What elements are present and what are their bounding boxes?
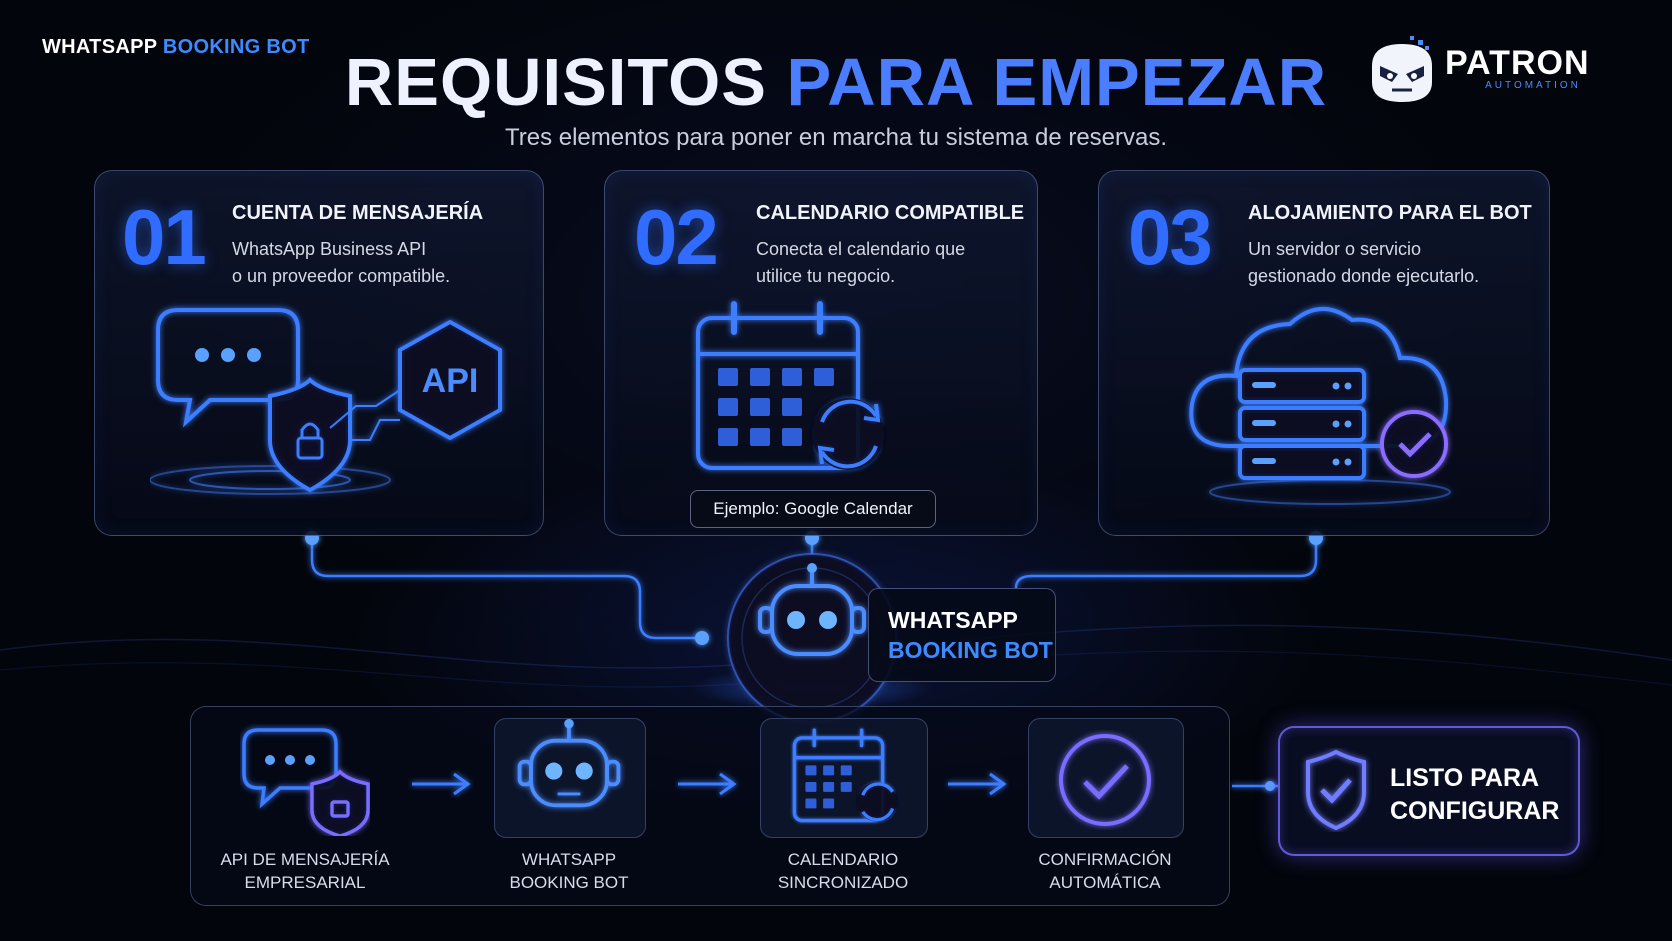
- check-circle-icon: [1059, 734, 1151, 826]
- calendar-sync-icon: [696, 301, 884, 470]
- robot-icon: [758, 563, 866, 656]
- arrow-right-icon: [948, 772, 1007, 796]
- card-title: CUENTA DE MENSAJERÍA: [232, 202, 484, 224]
- page-title: REQUISITOS PARA EMPEZAR: [344, 45, 1328, 120]
- cloud-server-icon: [1189, 306, 1451, 505]
- node-dot: [1265, 781, 1275, 791]
- logo-name: PATRON: [1445, 44, 1590, 82]
- center-bot-line1: WHATSAPP: [888, 607, 1018, 633]
- calendar-sync-icon: [792, 728, 897, 823]
- arrow-right-icon: [678, 772, 737, 796]
- shield-check-icon: [1306, 749, 1366, 831]
- card-number: 02: [634, 193, 719, 281]
- center-bot-line2: BOOKING BOT: [888, 637, 1053, 663]
- arrow-right-icon: [412, 772, 471, 796]
- brand-label: WHATSAPP BOOKING BOT: [42, 36, 310, 58]
- chat-lock-icon: [242, 728, 370, 836]
- center-bot-label: [868, 588, 1056, 682]
- card-number: 01: [122, 193, 207, 281]
- connector-card1: [310, 538, 702, 640]
- robot-mascot-icon: [1372, 36, 1432, 102]
- chat-shield-api-icon: API: [150, 308, 502, 495]
- example-badge: Ejemplo: Google Calendar: [690, 490, 936, 528]
- page-subtitle: Tres elementos para poner en marcha tu s…: [504, 124, 1168, 151]
- card-title: CALENDARIO COMPATIBLE: [756, 202, 1025, 224]
- robot-icon: [517, 718, 621, 808]
- ready-badge: [1278, 726, 1580, 856]
- card-title: ALOJAMIENTO PARA EL BOT: [1248, 202, 1532, 224]
- api-badge: API: [422, 362, 479, 400]
- card-number: 03: [1128, 193, 1213, 281]
- node-dot: [695, 631, 709, 645]
- logo-tagline: AUTOMATION: [1485, 80, 1581, 91]
- connector-card3: [1014, 538, 1318, 589]
